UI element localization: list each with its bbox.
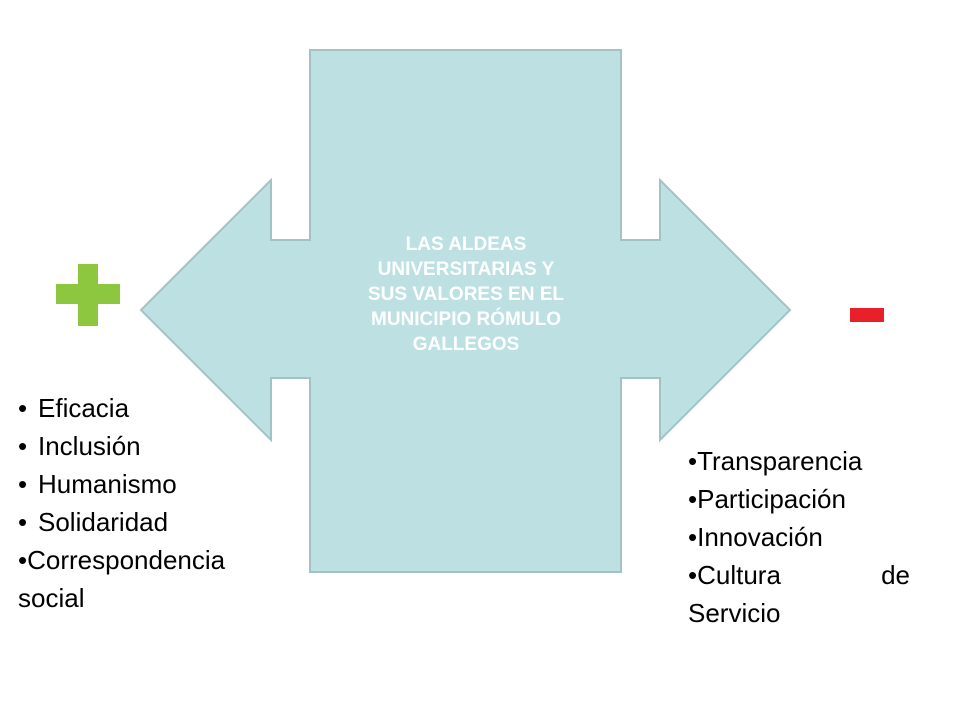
negative-values-list: •Transparencia •Participación •Innovació… xyxy=(688,442,910,632)
list-item-text: Humanismo xyxy=(38,469,177,499)
list-item-text: Solidaridad xyxy=(38,507,169,537)
list-item-continuation: social xyxy=(18,579,288,617)
list-item: •Transparencia xyxy=(688,442,910,480)
positive-values-list: • Eficacia • Inclusión • Humanismo • Solidar… xyxy=(18,389,288,617)
list-item-text: de xyxy=(881,560,910,590)
bullet: • xyxy=(18,393,28,423)
list-item-text: Innovación xyxy=(697,522,823,552)
list-item-continuation: Servicio xyxy=(688,594,910,632)
list-item: • Eficacia xyxy=(18,389,288,427)
center-title-line: GALLEGOS xyxy=(412,334,520,355)
plus-sign-icon xyxy=(56,264,120,326)
bullet: • xyxy=(18,545,28,575)
center-title: LAS ALDEAS UNIVERSITARIAS Y SUS VALORES … xyxy=(318,232,614,357)
list-item: • Solidaridad xyxy=(18,503,288,541)
bullet: • xyxy=(688,446,698,476)
bullet: • xyxy=(688,484,698,514)
list-item-text: Inclusión xyxy=(38,431,141,461)
bullet: • xyxy=(18,507,28,537)
center-title-line: SUS VALORES EN EL xyxy=(367,284,564,305)
bullet: • xyxy=(18,469,28,499)
list-item-text: Transparencia xyxy=(697,446,863,476)
bullet: • xyxy=(18,431,28,461)
bullet: • xyxy=(688,522,698,552)
list-item: • Humanismo xyxy=(18,465,288,503)
list-item-text: Correspondencia xyxy=(27,545,226,575)
list-item: • Inclusión xyxy=(18,427,288,465)
list-item-text: social xyxy=(18,583,85,613)
list-item: •Correspondencia xyxy=(18,541,288,579)
list-item-text: Participación xyxy=(697,484,846,514)
list-item: •Cultura de xyxy=(688,556,910,594)
center-title-line: MUNICIPIO RÓMULO xyxy=(371,309,561,330)
list-item: •Innovación xyxy=(688,518,910,556)
center-title-line: UNIVERSITARIAS Y xyxy=(377,259,555,280)
list-item-text: Cultura xyxy=(697,560,781,590)
minus-sign-icon xyxy=(850,308,884,322)
bullet: • xyxy=(688,560,698,590)
list-item-text-start: •Cultura xyxy=(688,556,781,594)
center-title-line: LAS ALDEAS xyxy=(405,234,527,255)
list-item-text: Eficacia xyxy=(38,393,130,423)
list-item-text: Servicio xyxy=(688,598,781,628)
list-item: •Participación xyxy=(688,480,910,518)
double-arrow-shape xyxy=(139,49,792,573)
plus-sign-vertical-bar xyxy=(78,264,98,326)
